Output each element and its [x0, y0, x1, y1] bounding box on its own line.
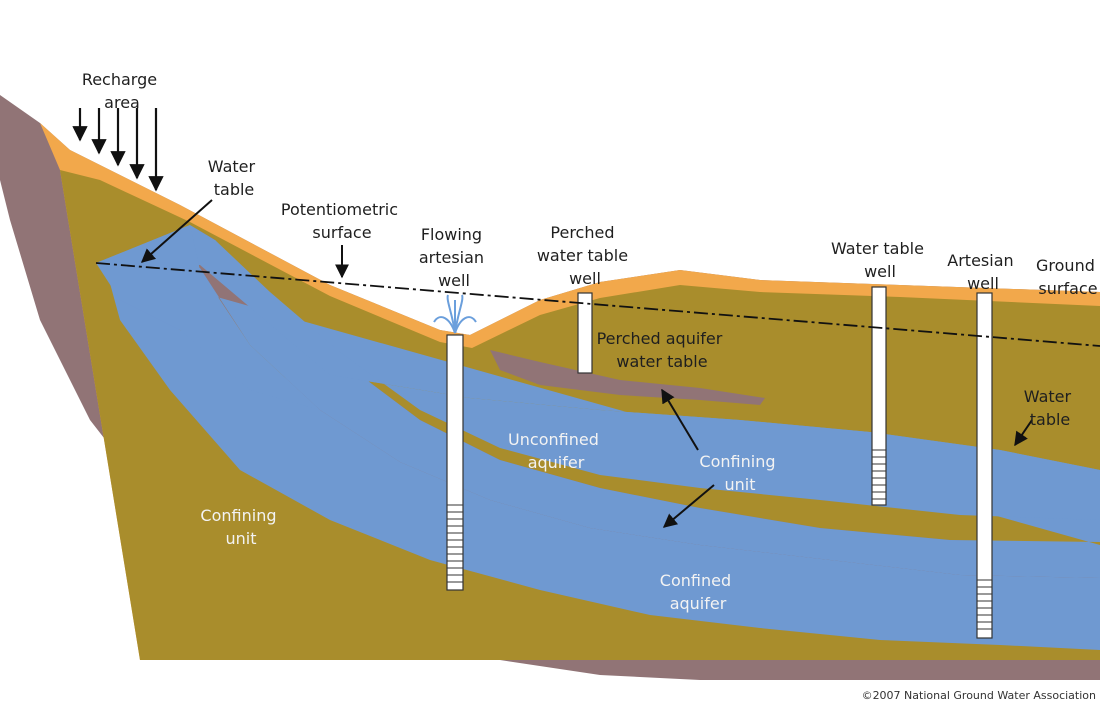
- perched-aquifer-label: Perched aquifer water table: [597, 329, 728, 371]
- water-table-right-label: Water table: [1024, 387, 1076, 429]
- label-line: Potentiometric: [281, 200, 398, 219]
- water-table-well: [871, 286, 887, 506]
- label-line: Unconfined: [508, 430, 599, 449]
- label-line: Confining: [200, 506, 276, 525]
- label-line: Artesian: [947, 251, 1013, 270]
- label-line: Ground: [1036, 256, 1095, 275]
- unconfined-aquifer-label: Unconfined aquifer: [508, 430, 604, 472]
- label-line: Perched: [550, 223, 614, 242]
- label-line: water table: [616, 352, 707, 371]
- label-line: Perched aquifer: [597, 329, 723, 348]
- label-line: unit: [725, 475, 756, 494]
- confining-arrow-lower: [662, 484, 715, 528]
- potentiometric-surface-label: Potentiometric surface: [281, 200, 403, 242]
- copyright-credit: ©2007 National Ground Water Association: [862, 689, 1096, 702]
- confining-unit-mid-label: Confining unit: [699, 452, 780, 494]
- water-spray-icon: [433, 294, 477, 334]
- well-screen: [977, 579, 992, 630]
- confining-unit-left-label: Confining unit: [200, 506, 281, 548]
- well-screen: [872, 449, 886, 500]
- water-table-left-label: Water table: [208, 157, 260, 199]
- confining-arrow-upper: [661, 388, 699, 451]
- water-table-well-label: Water table well: [831, 239, 929, 281]
- label-line: table: [214, 180, 255, 199]
- label-line: Confining: [699, 452, 775, 471]
- water-table-right-arrow: [1014, 419, 1033, 447]
- label-line: Water table: [831, 239, 924, 258]
- flowing-artesian-well: [433, 294, 477, 591]
- potentiometric-surface-line: [95, 262, 1100, 347]
- label-line: well: [569, 269, 601, 288]
- label-line: unit: [226, 529, 257, 548]
- label-line: Water: [208, 157, 256, 176]
- label-line: aquifer: [670, 594, 727, 613]
- left-aquifer-band: [96, 225, 320, 410]
- label-line: Recharge: [82, 70, 157, 89]
- label-line: Flowing: [421, 225, 482, 244]
- perched-well-label: Perched water table well: [537, 223, 633, 288]
- label-line: aquifer: [528, 453, 585, 472]
- label-line: surface: [1038, 279, 1097, 298]
- water-table-left-arrow: [140, 199, 213, 263]
- recharge-area-label: Recharge area: [82, 70, 162, 112]
- label-line: artesian: [419, 248, 484, 267]
- label-line: well: [864, 262, 896, 281]
- label-line: Water: [1024, 387, 1072, 406]
- flowing-artesian-well-label: Flowing artesian well: [419, 225, 489, 290]
- perched-water-table-well: [577, 292, 593, 374]
- confined-aquifer-label: Confined aquifer: [660, 571, 736, 613]
- well-screen: [447, 504, 463, 583]
- label-line: area: [104, 93, 140, 112]
- label-line: surface: [312, 223, 371, 242]
- label-line: well: [967, 274, 999, 293]
- label-line: water table: [537, 246, 628, 265]
- ground-surface-label: Ground surface: [1036, 256, 1100, 298]
- label-line: Confined: [660, 571, 731, 590]
- label-line: table: [1030, 410, 1071, 429]
- artesian-well-label: Artesian well: [947, 251, 1018, 293]
- unconfined-aquifer-top: [96, 225, 1100, 520]
- artesian-well: [976, 292, 993, 639]
- recharge-arrows: [72, 108, 164, 192]
- label-line: well: [438, 271, 470, 290]
- unconfined-aquifer-region: [96, 240, 1100, 578]
- perched-confining-lens: [490, 350, 765, 405]
